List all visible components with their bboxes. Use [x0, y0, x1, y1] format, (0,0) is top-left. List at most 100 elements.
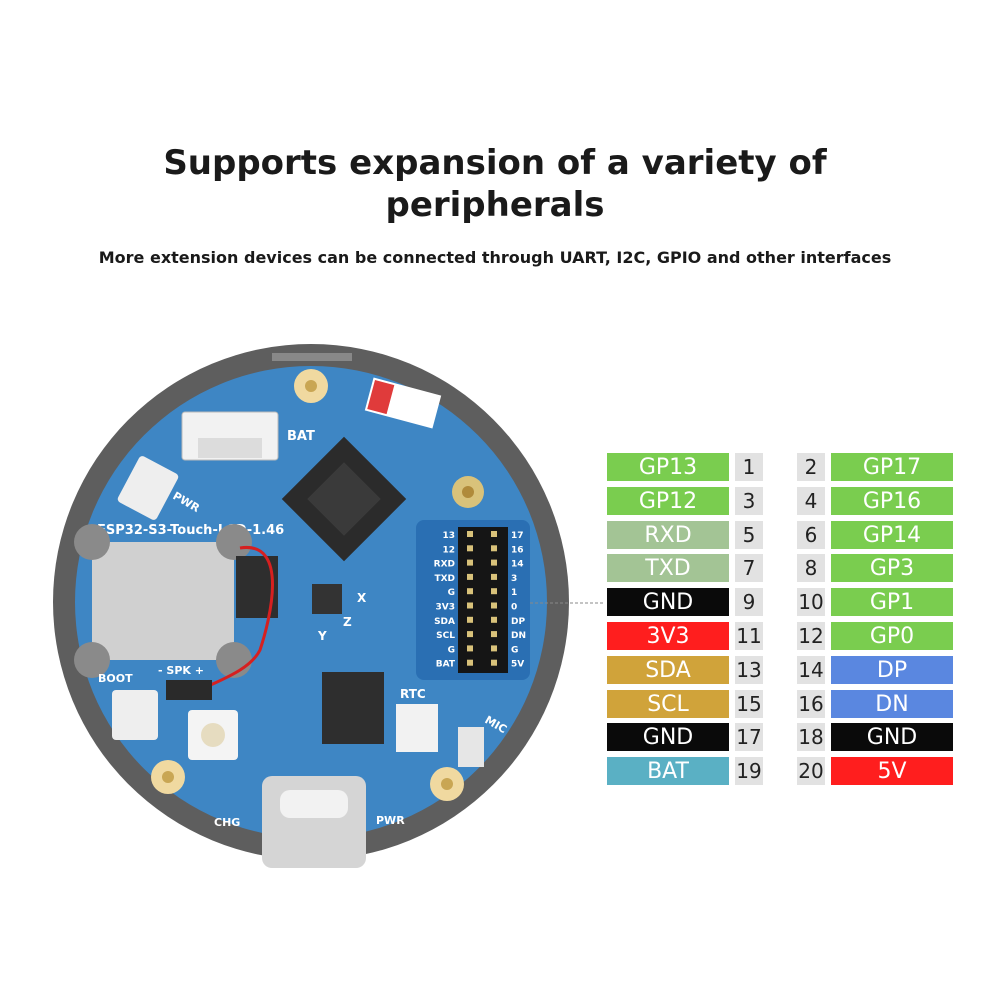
pin-number-right: 12 — [797, 622, 825, 650]
pin-name-right: GP3 — [831, 554, 953, 583]
page-subtitle: More extension devices can be connected … — [98, 248, 892, 267]
speaker-wire — [199, 546, 274, 692]
header-pin — [491, 616, 497, 623]
header-label-left: 3V3 — [436, 603, 456, 613]
page-title: Supports expansion of a variety of perip… — [0, 142, 990, 226]
power-button[interactable] — [116, 455, 179, 522]
label-axis-y: Y — [317, 629, 327, 643]
mount-hole-left-center — [162, 771, 174, 783]
header-pin — [491, 531, 497, 537]
pin-name-right: 5V — [831, 757, 953, 786]
header-label-right: 1 — [511, 588, 517, 598]
header-pin — [491, 602, 497, 609]
pin-number-right: 14 — [797, 655, 825, 684]
mount-hole-right-center — [441, 778, 453, 790]
pin-number-left: 1 — [735, 453, 763, 481]
audio-codec-chip — [322, 672, 384, 744]
pin-name-right: GP14 — [831, 520, 953, 549]
pin-name-left: SCL — [607, 689, 729, 718]
pin-header-right-labels: 17 16 14 3 1 0DP DN G 5V — [511, 531, 526, 670]
flash-pad-3 — [74, 642, 110, 678]
header-label-left: TXD — [434, 574, 455, 584]
header-pin — [491, 559, 497, 566]
header-pin — [467, 602, 473, 609]
header-pin — [467, 573, 473, 580]
label-boot: BOOT — [98, 672, 133, 685]
header-label-left: G — [448, 645, 455, 655]
pin-number-right: 2 — [797, 453, 825, 481]
header-label-left: 12 — [442, 545, 455, 555]
pin-number-left: 19 — [735, 757, 763, 786]
pin-header-body — [458, 527, 508, 673]
pin-name-left: 3V3 — [607, 622, 729, 650]
header-label-right: 5V — [511, 660, 524, 670]
pin-name-left: BAT — [607, 757, 729, 786]
header-pin — [467, 588, 473, 595]
pin-name-right: DP — [831, 655, 953, 684]
header-pin — [467, 659, 473, 666]
header-label-left: SDA — [434, 617, 455, 627]
pin-name-left: GND — [607, 588, 729, 617]
pin-number-left: 15 — [735, 689, 763, 718]
antenna-connector-pin — [462, 486, 474, 498]
header-label-right: 16 — [511, 545, 524, 555]
battery-connector-socket — [198, 438, 262, 458]
pin-name-left: GP13 — [607, 453, 729, 481]
header-pin — [467, 559, 473, 566]
header-label-left: BAT — [436, 660, 456, 670]
header-label-right: G — [511, 645, 518, 655]
esp32-chip-die — [307, 462, 381, 536]
pin-number-left: 3 — [735, 486, 763, 515]
pin-number-right: 4 — [797, 486, 825, 515]
flash-pad-2 — [216, 524, 252, 560]
pin-number-left: 17 — [735, 723, 763, 752]
header-pin — [467, 645, 473, 652]
pin-number-right: 18 — [797, 723, 825, 752]
pin-header-pins — [467, 531, 497, 666]
header-label-right: 17 — [511, 531, 524, 541]
label-bat: BAT — [287, 429, 315, 444]
header-pin — [491, 545, 497, 552]
pin-name-right: GND — [831, 723, 953, 752]
header-label-left: SCL — [436, 631, 455, 641]
label-axis-x: X — [357, 591, 367, 605]
label-axis-z: Z — [343, 615, 352, 629]
label-rtc: RTC — [400, 687, 426, 701]
pin-name-right: DN — [831, 689, 953, 718]
pin-number-left: 5 — [735, 520, 763, 549]
pin-name-left: GP12 — [607, 486, 729, 515]
pin-name-left: TXD — [607, 554, 729, 583]
header-pin — [467, 545, 473, 552]
pin-number-right: 8 — [797, 554, 825, 583]
header-pin — [491, 588, 497, 595]
pin-number-left: 7 — [735, 554, 763, 583]
header-label-right: 0 — [511, 603, 517, 613]
pin-number-left: 9 — [735, 588, 763, 617]
red-inductor-cap — [367, 379, 395, 415]
header-label-right: DP — [511, 617, 525, 627]
pin-name-left: RXD — [607, 520, 729, 549]
imu-chip — [312, 584, 342, 614]
pin-number-right: 10 — [797, 588, 825, 617]
header-pin — [491, 573, 497, 580]
header-pin — [467, 631, 473, 638]
header-label-right: 3 — [511, 574, 517, 584]
pin-number-right: 16 — [797, 689, 825, 718]
header-label-right: 14 — [511, 560, 524, 570]
volume-knob-center — [201, 723, 225, 747]
header-label-left: 13 — [442, 531, 455, 541]
header-label-right: DN — [511, 631, 526, 641]
pin-number-right: 20 — [797, 757, 825, 786]
usb-c-opening — [280, 790, 348, 818]
label-pwr-bottom: PWR — [376, 814, 405, 827]
flash-pad-1 — [74, 524, 110, 560]
rtc-connector — [396, 704, 438, 752]
boot-button[interactable] — [112, 690, 158, 740]
title-line-1: Supports expansion of a variety of — [163, 143, 827, 183]
top-fpc-connector — [272, 353, 352, 361]
pin-name-right: GP17 — [831, 453, 953, 481]
pin-number-right: 6 — [797, 520, 825, 549]
pin-number-left: 11 — [735, 622, 763, 650]
